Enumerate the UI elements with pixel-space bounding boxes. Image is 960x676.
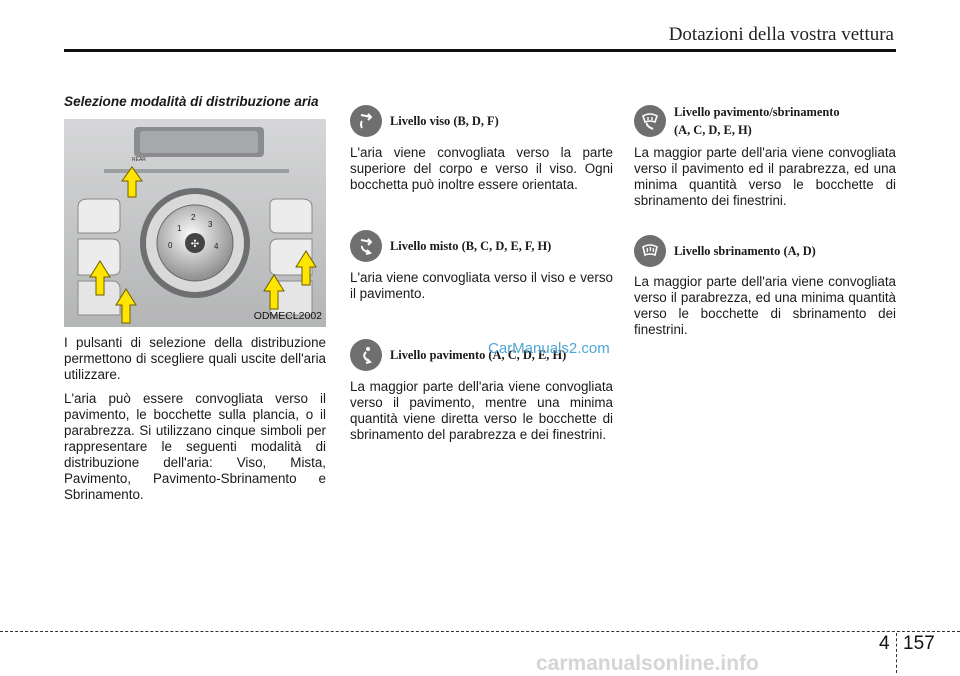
figure-code: ODMECL2002 [253, 310, 322, 322]
intro-paragraph: I pulsanti di selezione della distribuzi… [64, 335, 326, 382]
mode-defrost-title: Livello sbrinamento (A, D) [674, 244, 816, 258]
footer-rule [0, 631, 960, 632]
mode-defrost-heading: Livello sbrinamento (A, D) [634, 231, 896, 271]
arrow-left-upper-icon [89, 260, 111, 296]
arrow-left-lower-icon [115, 288, 137, 324]
defrost-mode-icon [634, 235, 666, 267]
chapter-number: 4 [879, 633, 890, 654]
description-paragraph: L'aria può essere convogliata verso il p… [64, 391, 326, 502]
mode-floor-title: Livello pavimento (A, C, D, E, H) [390, 348, 567, 362]
mode-floor-heading: Livello pavimento (A, C, D, E, H) [350, 334, 613, 376]
mode-bilevel-text: L'aria viene convogliata verso il viso e… [350, 270, 613, 301]
dial-number-3: 3 [208, 220, 213, 229]
climate-panel-illustration: ✣ 1 2 3 4 0 REAR [64, 119, 326, 327]
dial-number-4: 4 [214, 242, 219, 251]
section-title: Selezione modalità di distribuzione aria [64, 94, 319, 109]
arrow-rear-defrost-icon [121, 166, 143, 198]
face-mode-icon [350, 105, 382, 137]
arrow-right-upper-icon [295, 250, 317, 286]
column-3: Livello pavimento/sbrinamento (A, C, D, … [634, 100, 896, 346]
dial-number-1: 1 [177, 224, 182, 233]
climate-panel-figure: ✣ 1 2 3 4 0 REAR ODMECL2002 [64, 119, 326, 327]
floor-defrost-mode-icon [634, 105, 666, 137]
mode-floor-text: La maggior parte dell'aria viene convogl… [350, 379, 613, 442]
watermark: CarManuals2.com [488, 340, 610, 357]
mode-face-title: Livello viso (B, D, F) [390, 114, 499, 128]
dial-number-0: 0 [168, 241, 173, 250]
dial-number-2: 2 [191, 213, 196, 222]
column-2: Livello viso (B, D, F) L'aria viene conv… [350, 100, 613, 451]
column-1: Selezione modalità di distribuzione aria [64, 94, 326, 511]
page-number: 157 [903, 633, 935, 654]
mode-face-heading: Livello viso (B, D, F) [350, 100, 613, 142]
mode-floor-defrost-title: Livello pavimento/sbrinamento (A, C, D, … [674, 103, 840, 139]
mode-defrost-text: La maggior parte dell'aria viene convogl… [634, 274, 896, 337]
mode-floor-defrost-title-line2: (A, C, D, E, H) [674, 123, 752, 137]
page-number-separator [896, 633, 898, 673]
mode-bilevel-title: Livello misto (B, C, D, E, F, H) [390, 239, 552, 253]
header-rule [64, 49, 896, 52]
floor-mode-icon [350, 339, 382, 371]
footer-site-mark: carmanualsonline.info [536, 652, 759, 675]
mode-floor-defrost-title-line1: Livello pavimento/sbrinamento [674, 105, 840, 119]
header-title: Dotazioni della vostra vettura [668, 24, 894, 45]
svg-text:✣: ✣ [191, 239, 199, 250]
mode-floor-defrost-text: La maggior parte dell'aria viene convogl… [634, 145, 896, 208]
arrow-right-lower-icon [263, 274, 285, 310]
mode-face-text: L'aria viene convogliata verso la parte … [350, 145, 613, 192]
mode-bilevel-heading: Livello misto (B, C, D, E, F, H) [350, 225, 613, 267]
bilevel-mode-icon [350, 230, 382, 262]
rear-label: REAR [132, 157, 146, 163]
mode-floor-defrost-heading: Livello pavimento/sbrinamento (A, C, D, … [634, 100, 896, 142]
